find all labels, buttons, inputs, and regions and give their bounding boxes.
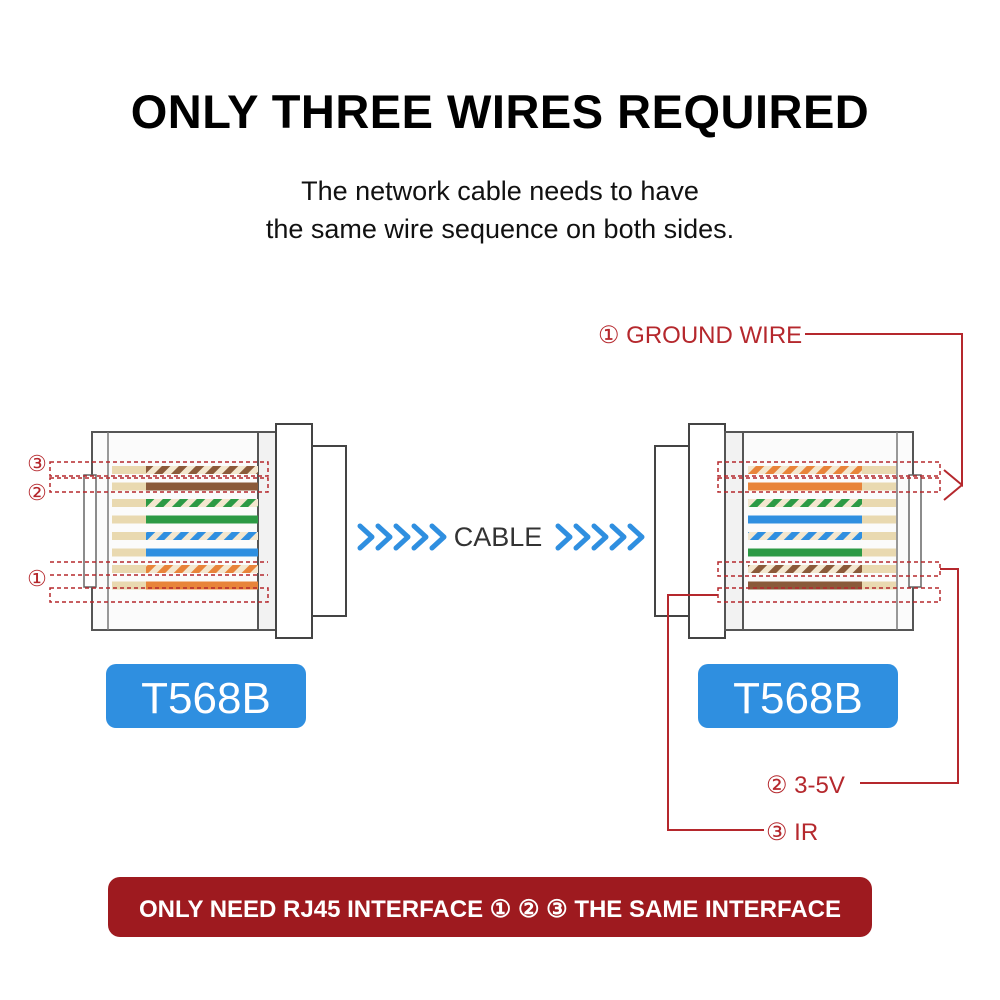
subtitle-line-2: the same wire sequence on both sides. — [265, 214, 735, 244]
wire-conductor-2 — [862, 482, 896, 491]
right-standard-label: T568B — [733, 674, 863, 723]
right-t568b-badge: T568B — [698, 664, 898, 728]
cable-indicator: CABLE — [357, 522, 645, 552]
voltage-label: ② 3-5V — [766, 772, 845, 799]
wire-conductor-5 — [862, 532, 896, 540]
chevron-icon — [573, 523, 591, 551]
wire-orange — [748, 482, 862, 491]
wire-conductor-6 — [112, 548, 146, 557]
left-standard-label: T568B — [141, 674, 271, 723]
chevron-icon — [411, 523, 429, 551]
wire-green — [146, 515, 258, 524]
wire-conductor-1 — [862, 466, 896, 474]
right-chevron-arrows — [555, 523, 645, 551]
left-t568b-badge: T568B — [106, 664, 306, 728]
chevron-icon — [393, 523, 411, 551]
wire-conductor-2 — [112, 482, 146, 491]
page-title: ONLY THREE WIRES REQUIRED — [130, 85, 870, 138]
ground-wire-label: ① GROUND WIRE — [598, 322, 802, 349]
wire-white-orange — [146, 565, 258, 573]
right-wire-bundle — [748, 466, 896, 590]
left-wire-bundle — [112, 466, 258, 590]
wire-white-blue — [748, 532, 862, 540]
footer-text: ONLY NEED RJ45 INTERFACE ① ② ③ THE SAME … — [139, 896, 841, 923]
wire-conductor-1 — [112, 466, 146, 474]
wire-blue — [146, 548, 258, 557]
wire-brown — [146, 482, 258, 491]
wire-white-blue — [146, 532, 258, 540]
wire-conductor-4 — [862, 515, 896, 524]
wire-white-green — [146, 499, 258, 507]
left-marker-3: ③ — [27, 451, 47, 476]
left-marker-1: ① — [27, 566, 47, 591]
wire-white-brown — [748, 565, 862, 573]
left-chevron-arrows — [357, 523, 447, 551]
wire-white-orange — [748, 466, 862, 474]
wire-conductor-5 — [112, 532, 146, 540]
left-marker-2: ② — [27, 480, 47, 505]
wire-green — [748, 548, 862, 557]
chevron-icon — [429, 523, 447, 551]
chevron-icon — [357, 523, 375, 551]
chevron-icon — [627, 523, 645, 551]
wire-conductor-7 — [112, 565, 146, 573]
cable-label: CABLE — [454, 522, 543, 552]
subtitle-line-1: The network cable needs to have — [301, 176, 699, 206]
footer-banner: ONLY NEED RJ45 INTERFACE ① ② ③ THE SAME … — [108, 877, 872, 937]
wire-orange — [146, 581, 258, 590]
wire-conductor-8 — [862, 581, 896, 590]
wire-brown — [748, 581, 862, 590]
wire-white-brown — [146, 466, 258, 474]
wire-conductor-8 — [112, 581, 146, 590]
wire-conductor-4 — [112, 515, 146, 524]
left-rj45-connector: ③ ② ① — [27, 423, 347, 639]
chevron-icon — [591, 523, 609, 551]
wire-blue — [748, 515, 862, 524]
wire-white-green — [748, 499, 862, 507]
chevron-icon — [555, 523, 573, 551]
chevron-icon — [375, 523, 393, 551]
callout-lines — [667, 333, 963, 831]
chevron-icon — [609, 523, 627, 551]
ir-label: ③ IR — [766, 819, 818, 846]
wire-conductor-6 — [862, 548, 896, 557]
right-rj45-connector — [654, 423, 941, 639]
wire-conductor-7 — [862, 565, 896, 573]
wire-conductor-3 — [112, 499, 146, 507]
wire-conductor-3 — [862, 499, 896, 507]
